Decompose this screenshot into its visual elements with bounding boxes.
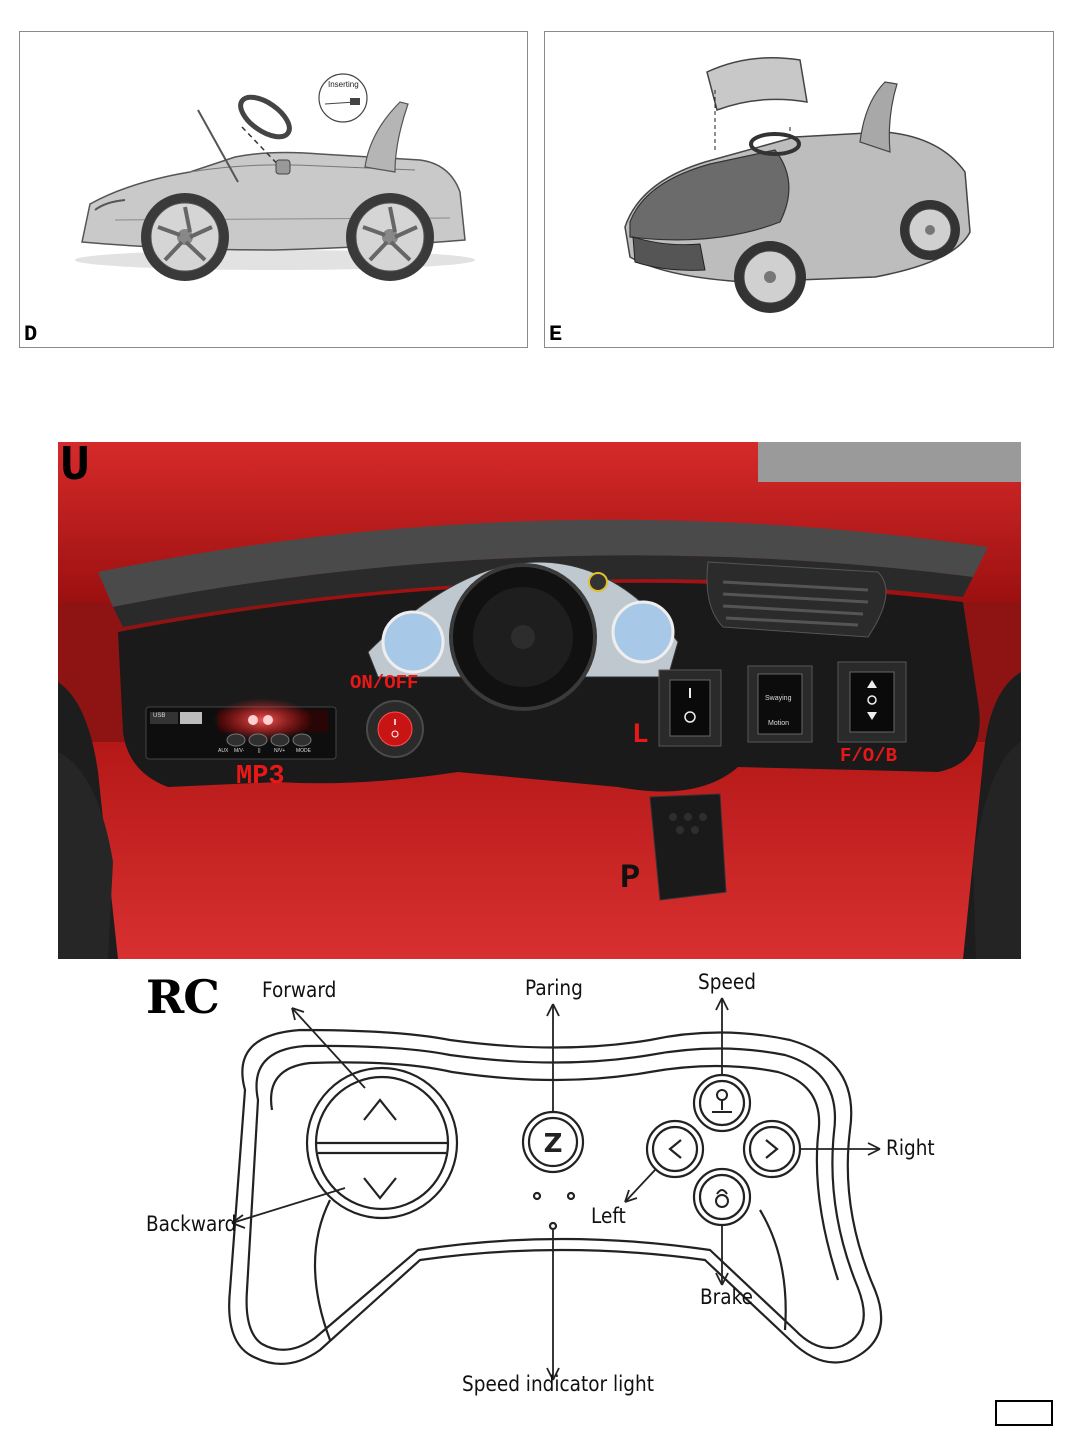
mp3-button-pause: || [258,748,261,754]
inserting-label: Inserting [328,80,359,89]
right-label: Right [886,1138,935,1159]
left-label: Left [591,1206,626,1227]
page-number-box [995,1400,1053,1426]
panel-e-letter: E [549,322,562,347]
remote-control-diagram: Z [0,960,1081,1420]
paring-label: Paring [525,978,583,999]
panel-d-side-view: Inserting D [19,31,528,348]
fob-label: F/O/B [840,747,897,766]
speed-label: Speed [698,972,756,993]
pedal-label: P [620,862,640,896]
motion-text: Motion [768,720,789,727]
dashboard-letter: U [60,442,90,492]
backward-label: Backward [146,1214,236,1235]
car-side-illustration [20,32,527,347]
rc-title: RC [146,974,219,1020]
light-switch-label: L [632,722,649,750]
usb-text: USB [153,713,165,719]
panel-d-letter: D [24,322,37,347]
mp3-label: MP3 [236,764,285,791]
forward-label: Forward [262,980,336,1001]
mp3-button-mv-minus: M/V- [234,748,244,754]
swaying-text: Swaying [765,695,791,702]
on-off-label: ON/OFF [350,674,418,693]
remote-outline-illustration: Z [0,960,1081,1420]
svg-text:Z: Z [544,1129,563,1159]
speed-indicator-label: Speed indicator light [462,1374,654,1395]
mp3-button-aux: AUX [218,748,228,754]
brake-label: Brake [700,1287,753,1308]
car-perspective-illustration [545,32,1053,347]
panel-e-perspective-view: E [544,31,1054,348]
dashboard-illustration [58,442,1021,959]
dashboard-photo: U ON/OFF L MP3 F/O/B P Swaying Motion US… [58,442,1021,959]
mp3-button-nv-plus: N/V+ [274,748,285,754]
mp3-button-mode: MODE [296,748,311,754]
